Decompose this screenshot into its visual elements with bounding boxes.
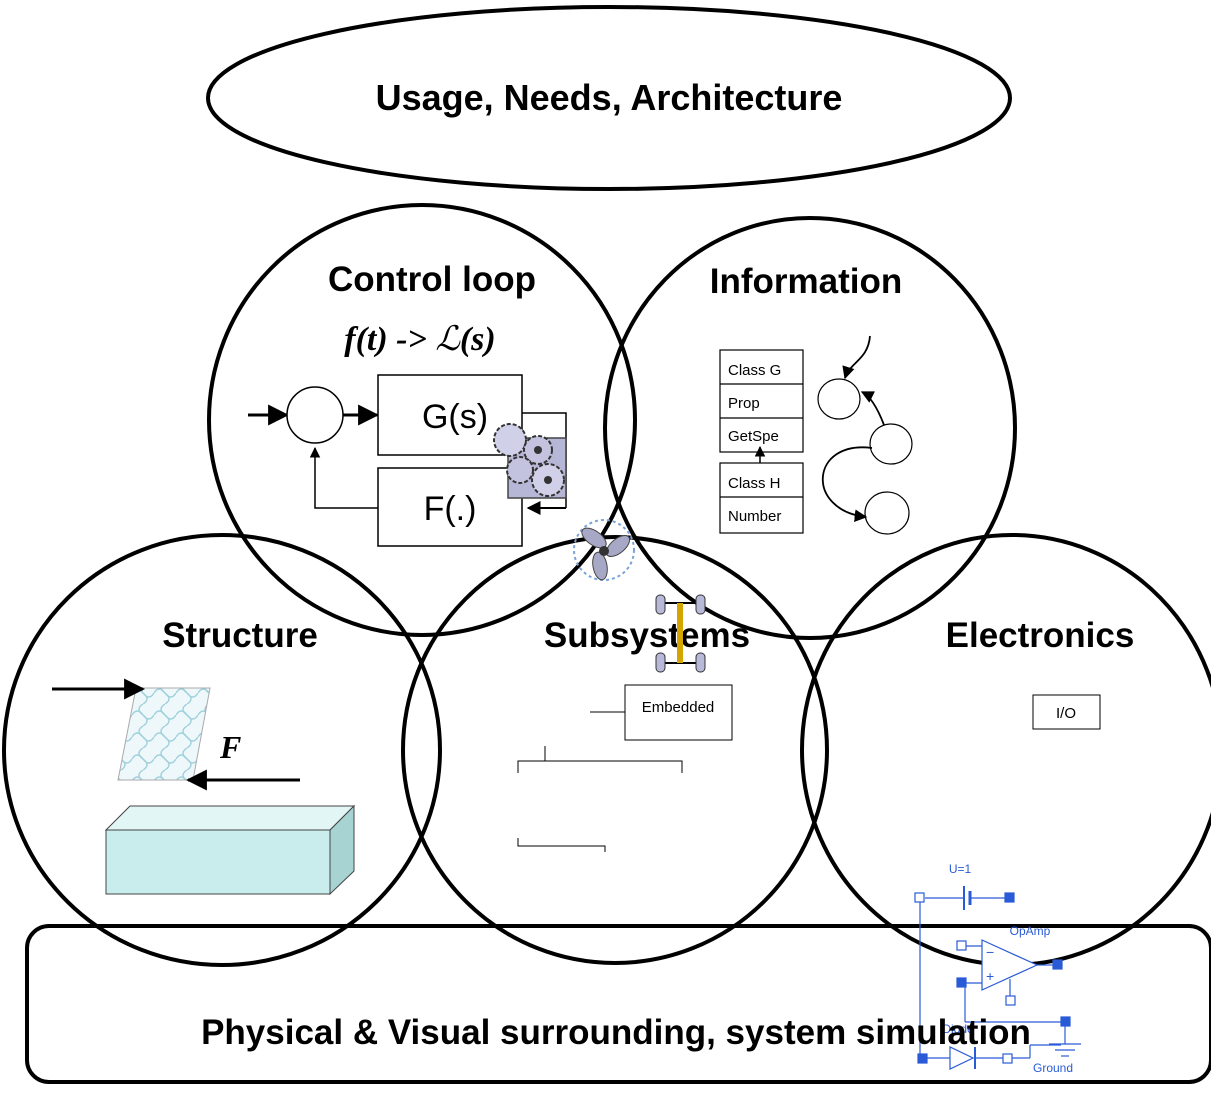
laplace-symbol: ℒ — [435, 321, 461, 358]
io-label: I/O — [1056, 705, 1076, 722]
usage-label: Usage, Needs, Architecture — [376, 77, 843, 118]
summing-junction — [286, 386, 344, 444]
class-h-attribute: Number — [728, 508, 781, 525]
subsystem-tree — [517, 746, 683, 852]
engine-gears-icon — [493, 423, 567, 499]
control-loop-title: Control loop — [328, 260, 536, 299]
structure-title: Structure — [162, 616, 318, 655]
class-h-name: Class H — [728, 475, 781, 492]
control-loop-formula: f(t) -> ℒ(s) — [344, 321, 496, 358]
embedded-label: Embedded — [642, 699, 715, 716]
physical-simulation-label: Physical & Visual surrounding, system si… — [201, 1013, 1031, 1052]
diode-label: Diode — [942, 1022, 974, 1036]
subsystems-circle — [401, 535, 829, 965]
class-g-attribute: Prop — [728, 395, 760, 412]
f-block — [377, 467, 523, 547]
io-box — [1032, 694, 1101, 730]
class-g-method: GetSpe — [728, 428, 779, 445]
fan-icon — [573, 519, 635, 581]
embedded-box — [624, 684, 733, 741]
physical-simulation-box — [25, 924, 1211, 1084]
opamp-label: OpAmp — [1010, 924, 1051, 938]
beam-block — [104, 804, 356, 896]
shear-mesh — [117, 687, 211, 781]
control-loop-circle — [207, 203, 637, 637]
usage-ellipse — [206, 5, 1012, 191]
circuit-schematic: U=1 OpAmp − + Diode — [914, 862, 1081, 1075]
svg-text:−: − — [986, 944, 994, 960]
feedback-line — [309, 446, 378, 509]
f-block-label: F(.) — [424, 490, 477, 528]
formula-right: (s) — [460, 321, 496, 358]
information-title: Information — [710, 262, 902, 301]
g-block-label: G(s) — [422, 398, 488, 436]
electronics-title: Electronics — [946, 616, 1135, 655]
ground-label: Ground — [1033, 1061, 1073, 1075]
state-diagram — [817, 335, 913, 535]
class-g-name: Class G — [728, 362, 781, 379]
formula-left: f(t) -> — [344, 321, 435, 358]
svg-text:+: + — [986, 968, 994, 984]
structure-circle — [2, 533, 442, 967]
subsystems-title: Subsystems — [544, 616, 750, 655]
information-circle — [603, 216, 1017, 640]
force-label: F — [219, 729, 241, 765]
voltage-source-label: U=1 — [949, 862, 972, 876]
class-h-box: Class H Number — [719, 462, 804, 534]
class-g-box: Class G Prop GetSpe — [719, 349, 804, 453]
vehicle-chassis-icon — [655, 594, 706, 673]
